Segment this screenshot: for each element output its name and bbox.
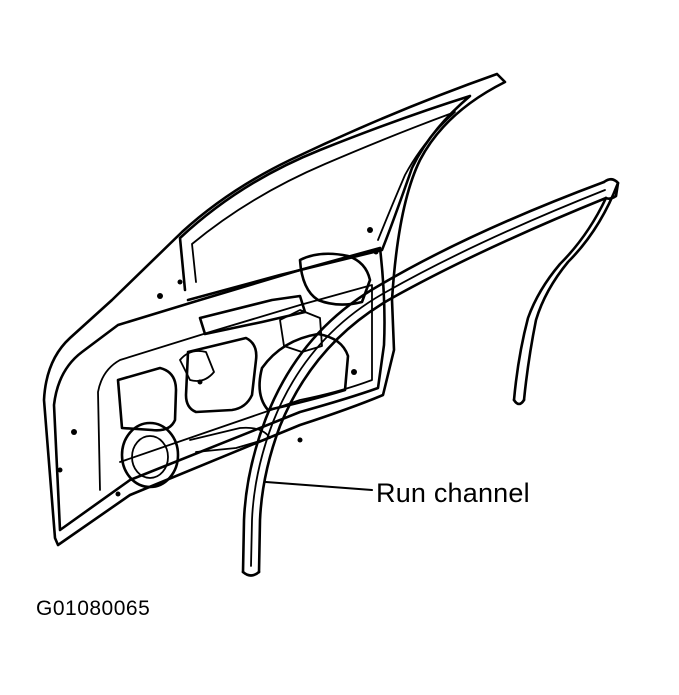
panel-rib-mid xyxy=(179,350,215,382)
panel-bracket xyxy=(279,309,323,353)
run-channel xyxy=(241,177,620,577)
lock-mechanism-outline xyxy=(298,252,372,306)
window-frame-ridge xyxy=(191,111,456,283)
inner-panel-edge xyxy=(52,246,386,532)
run-channel-top-corner xyxy=(602,177,620,200)
figure-code: G01080065 xyxy=(36,597,151,620)
run-channel-rear-outer xyxy=(522,181,620,402)
run-channel-rear-inner xyxy=(512,196,608,402)
panel-cutout-right xyxy=(258,332,350,412)
speaker-opening-inner xyxy=(131,435,169,479)
run-channel-outer-rail xyxy=(241,180,606,574)
run-channel-rear-cap xyxy=(512,398,526,406)
run-channel-bottom-cap xyxy=(241,570,261,577)
run-channel-inner-rail xyxy=(257,196,608,574)
panel-cutout-center xyxy=(184,336,258,414)
callout-label-run-channel: Run channel xyxy=(376,478,530,508)
door-outer-edge xyxy=(42,72,507,547)
panel-cutout-left xyxy=(116,366,178,432)
inner-panel-ridge xyxy=(97,284,373,491)
window-frame-inner xyxy=(178,94,472,302)
speaker-opening xyxy=(120,421,180,489)
door-panel xyxy=(42,72,507,547)
run-channel-groove xyxy=(250,189,606,567)
callout-leader-line xyxy=(265,481,373,491)
